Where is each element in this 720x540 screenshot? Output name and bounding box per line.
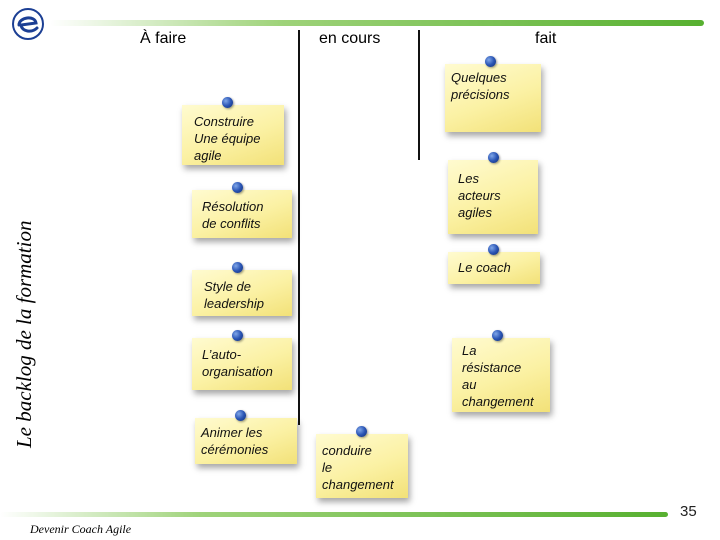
sticky-note-todo-2[interactable]: Résolution de conflits (192, 190, 292, 238)
note-text: Construire Une équipe agile (194, 113, 282, 164)
footer-rule (0, 512, 668, 517)
note-text: L’auto- organisation (202, 346, 290, 380)
note-text: Quelques précisions (451, 69, 539, 103)
footer-text: Devenir Coach Agile (30, 522, 131, 537)
note-text: conduire le changement (322, 442, 406, 493)
pin-icon (232, 330, 243, 341)
sticky-note-done-2[interactable]: Les acteurs agiles (448, 160, 538, 234)
logo-icon (8, 6, 48, 42)
pin-icon (492, 330, 503, 341)
pin-icon (235, 410, 246, 421)
page-number: 35 (680, 503, 697, 520)
header-rule (50, 20, 704, 26)
column-divider-right (418, 30, 420, 160)
sticky-note-done-4[interactable]: La résistance au changement (452, 338, 550, 412)
sticky-note-todo-5[interactable]: Animer les cérémonies (195, 418, 297, 464)
sticky-note-in-progress-1[interactable]: conduire le changement (316, 434, 408, 498)
column-header-todo: À faire (140, 30, 186, 48)
pin-icon (232, 182, 243, 193)
column-divider-left (298, 30, 300, 425)
pin-icon (488, 152, 499, 163)
note-text: Style de leadership (204, 278, 290, 312)
column-header-done: fait (535, 30, 556, 48)
pin-icon (222, 97, 233, 108)
sticky-note-todo-4[interactable]: L’auto- organisation (192, 338, 292, 390)
side-title: Le backlog de la formation (12, 108, 37, 448)
pin-icon (232, 262, 243, 273)
note-text: Le coach (458, 259, 538, 276)
pin-icon (485, 56, 496, 67)
note-text: La résistance au changement (462, 342, 548, 410)
note-text: Résolution de conflits (202, 198, 290, 232)
column-header-in-progress: en cours (319, 30, 380, 48)
sticky-note-todo-1[interactable]: Construire Une équipe agile (182, 105, 284, 165)
note-text: Les acteurs agiles (458, 170, 536, 221)
sticky-note-done-1[interactable]: Quelques précisions (445, 64, 541, 132)
pin-icon (356, 426, 367, 437)
pin-icon (488, 244, 499, 255)
sticky-note-todo-3[interactable]: Style de leadership (192, 270, 292, 316)
sticky-note-done-3[interactable]: Le coach (448, 252, 540, 284)
note-text: Animer les cérémonies (201, 424, 295, 458)
